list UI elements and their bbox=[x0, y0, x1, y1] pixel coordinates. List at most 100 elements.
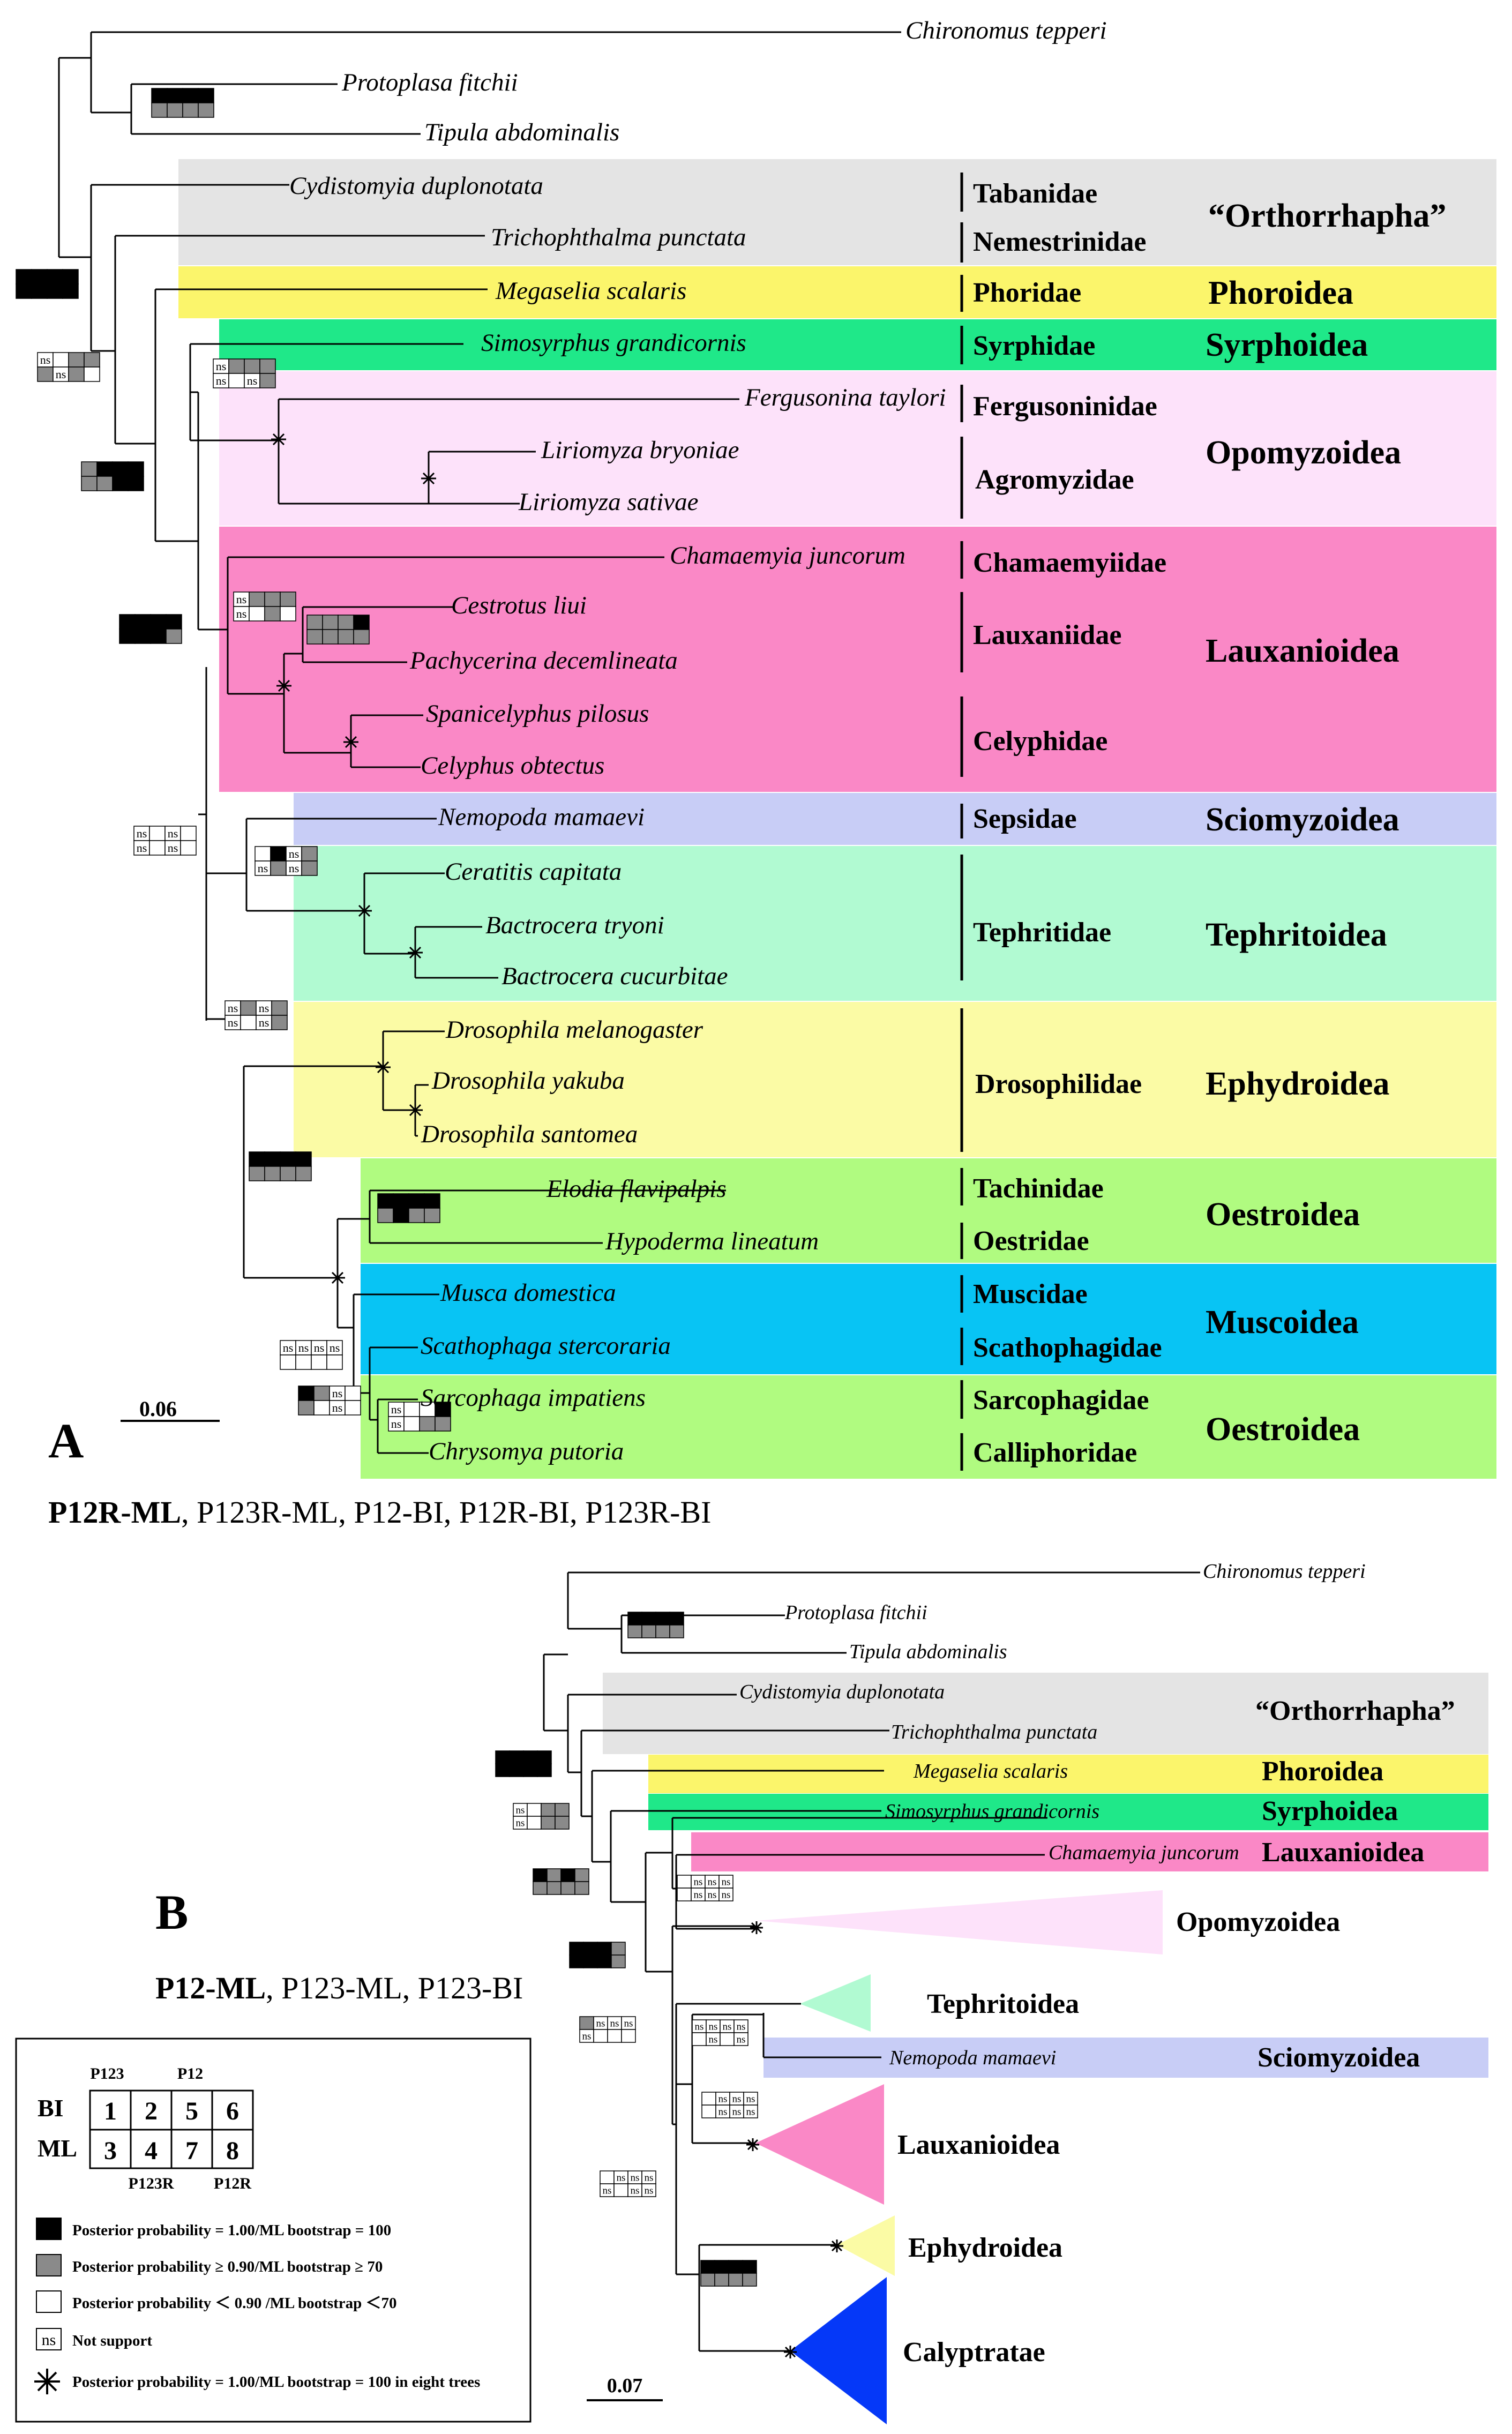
band-oestroidea-1 bbox=[361, 1158, 1496, 1263]
superfamily-label: Ephydroidea bbox=[1206, 1066, 1389, 1102]
ns-mark: ns bbox=[610, 2018, 619, 2029]
taxon-label: Protoplasa fitchii bbox=[341, 69, 518, 96]
legend-row-label: ML bbox=[38, 2135, 77, 2162]
band-tephritoidea bbox=[294, 846, 1496, 1001]
ns-mark: ns bbox=[259, 1001, 270, 1015]
ns-mark: ns bbox=[746, 2094, 755, 2105]
taxon-label: Cestrotus liui bbox=[451, 591, 587, 619]
triangle-calyptratae bbox=[790, 2277, 887, 2424]
family-label: Agromyzidae bbox=[975, 465, 1134, 495]
taxon-label: Nemopoda mamaevi bbox=[889, 2047, 1056, 2069]
ns-mark: ns bbox=[603, 2185, 612, 2197]
band-sciomyzoidea-b bbox=[764, 2038, 1488, 2078]
legend-cell: 6 bbox=[226, 2097, 239, 2125]
band-orthorrhapha-b bbox=[603, 1673, 1488, 1754]
legend-cell: 2 bbox=[145, 2097, 158, 2125]
ns-mark: ns bbox=[624, 2018, 633, 2029]
legend-header: P12 bbox=[177, 2065, 203, 2083]
panel-b-bands bbox=[603, 1673, 1488, 2424]
band-phoroidea bbox=[178, 266, 1496, 318]
legend-cell: 8 bbox=[226, 2137, 239, 2165]
ns-mark: ns bbox=[709, 2034, 718, 2046]
taxon-label: Tipula abdominalis bbox=[849, 1641, 1007, 1663]
superfamily-label: Oestroidea bbox=[1206, 1411, 1360, 1448]
scale-label: 0.07 bbox=[607, 2375, 643, 2397]
panel-b-caption: P12-ML, P123-ML, P123-BI bbox=[155, 1971, 523, 2005]
ns-mark: ns bbox=[216, 374, 227, 387]
support-box bbox=[306, 615, 370, 645]
ns-mark: ns bbox=[737, 2021, 746, 2033]
ns-mark: ns bbox=[718, 2094, 728, 2105]
ns-mark: ns bbox=[391, 1417, 402, 1431]
support-box bbox=[151, 88, 214, 118]
taxon-label: Megaselia scalaris bbox=[495, 277, 686, 305]
legend-cell: 4 bbox=[145, 2137, 158, 2165]
support-box bbox=[533, 1868, 589, 1895]
ns-mark: ns bbox=[332, 1387, 343, 1400]
caption-bold: P12-ML bbox=[155, 1971, 266, 2005]
band-ephydroidea bbox=[294, 1002, 1496, 1157]
ns-mark: ns bbox=[289, 847, 300, 860]
group-label: Lauxanioidea bbox=[1262, 1837, 1424, 1868]
ns-mark: ns bbox=[631, 2185, 640, 2197]
legend-ns-text: ns bbox=[42, 2331, 56, 2349]
taxon-label: Celyphus obtectus bbox=[421, 752, 604, 780]
panel-b-tree bbox=[543, 1571, 1200, 2352]
star-icon bbox=[376, 1060, 391, 1075]
taxon-label: Scathophaga stercoraria bbox=[421, 1332, 671, 1360]
legend-header: P123 bbox=[90, 2065, 124, 2083]
legend-footer: P12R bbox=[214, 2175, 251, 2192]
superfamily-label: Opomyzoidea bbox=[1206, 435, 1401, 471]
ns-mark: ns bbox=[694, 1890, 703, 1901]
legend-item: Posterior probability = 1.00/ML bootstra… bbox=[72, 2373, 480, 2391]
ns-mark: ns bbox=[314, 1341, 325, 1354]
star-icon bbox=[34, 2369, 60, 2394]
support-box bbox=[700, 2260, 757, 2287]
band-syrphoidea-b bbox=[648, 1794, 1488, 1830]
ns-mark: ns bbox=[259, 1016, 270, 1029]
caption-bold: P12R-ML bbox=[48, 1495, 181, 1530]
star-icon bbox=[408, 945, 423, 960]
caption-rest: , P123-ML, P123-BI bbox=[266, 1971, 523, 2005]
ns-mark: ns bbox=[228, 1001, 238, 1015]
support-box bbox=[119, 614, 182, 644]
taxon-label: Drosophila yakuba bbox=[431, 1067, 625, 1095]
superfamily-label: Muscoidea bbox=[1206, 1304, 1359, 1340]
legend-footer: P123R bbox=[129, 2175, 174, 2192]
band-muscoidea bbox=[361, 1264, 1496, 1374]
ns-mark: ns bbox=[617, 2173, 626, 2184]
superfamily-label: Lauxanioidea bbox=[1206, 633, 1399, 669]
family-label: Syrphidae bbox=[973, 331, 1095, 361]
family-label: Tephritidae bbox=[973, 917, 1111, 948]
ns-mark: ns bbox=[732, 2107, 742, 2118]
superfamily-label: Sciomyzoidea bbox=[1206, 802, 1399, 838]
taxon-label: Chironomus tepperi bbox=[1203, 1560, 1366, 1583]
group-label: Calyptratae bbox=[903, 2337, 1045, 2368]
legend-item: Not support bbox=[72, 2332, 152, 2349]
panel-a-superfamilies: “Orthorrhapha” Phoroidea Syrphoidea Opom… bbox=[1206, 198, 1446, 1448]
ns-mark: ns bbox=[258, 862, 268, 875]
superfamily-label: Phoroidea bbox=[1208, 275, 1353, 311]
triangle-lauxanioidea bbox=[755, 2084, 884, 2205]
taxon-label: Bactrocera cucurbitae bbox=[501, 962, 728, 990]
taxon-label: Protoplasa fitchii bbox=[784, 1601, 927, 1624]
taxon-label: Liriomyza bryoniae bbox=[541, 436, 739, 464]
star-icon bbox=[408, 1103, 423, 1118]
star-icon bbox=[784, 2346, 797, 2358]
taxon-label: Trichophthalma punctata bbox=[491, 223, 746, 251]
star-icon bbox=[421, 471, 436, 486]
band-sciomyzoidea bbox=[294, 793, 1496, 845]
band-oestroidea-2 bbox=[361, 1375, 1496, 1479]
taxon-label: Ceratitis capitata bbox=[445, 858, 622, 886]
triangle-ephydroidea bbox=[837, 2215, 895, 2276]
